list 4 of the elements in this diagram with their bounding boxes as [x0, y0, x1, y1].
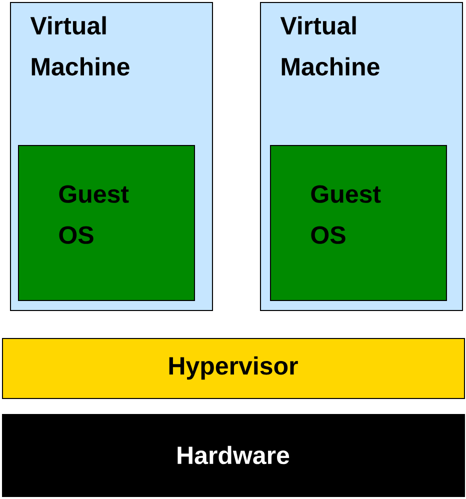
hardware-bar: Hardware [2, 414, 465, 497]
hypervisor-bar: Hypervisor [2, 338, 465, 399]
guest-os-box: Guest OS [270, 145, 447, 301]
guest-os-box: Guest OS [18, 145, 195, 301]
